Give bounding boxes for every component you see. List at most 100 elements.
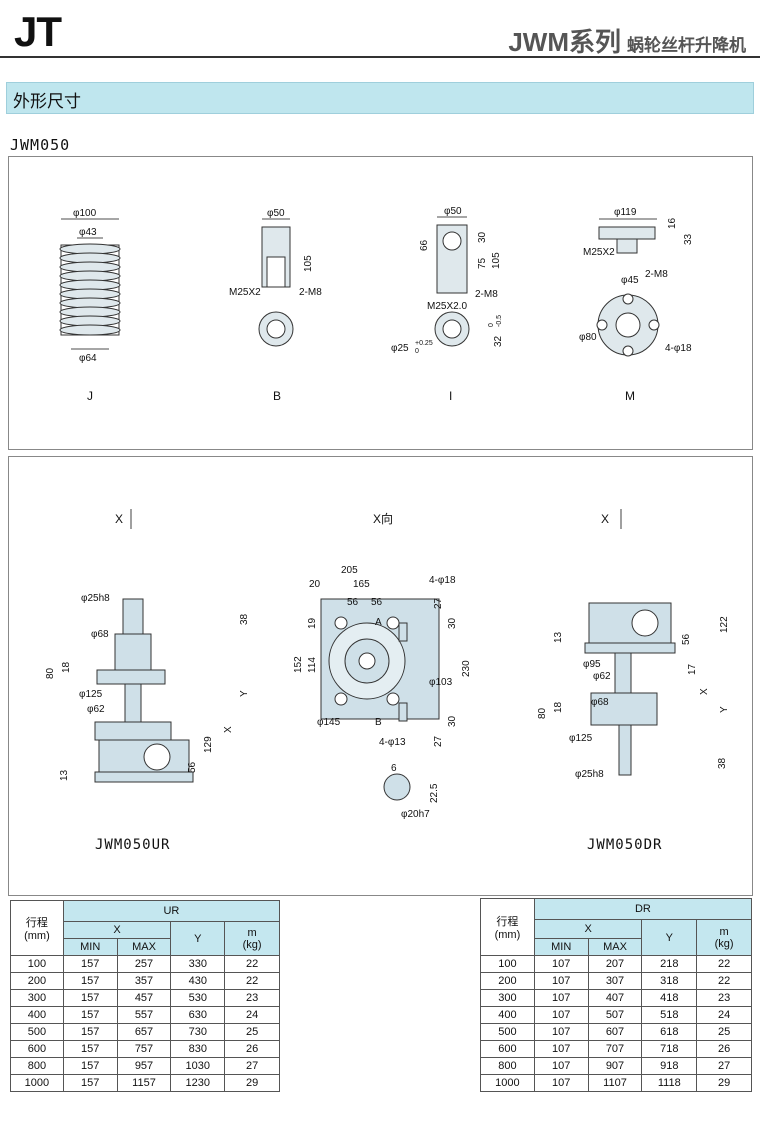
dr-stroke-header: 行程(mm) [480, 898, 535, 956]
c-dim-2: 20 [309, 579, 321, 590]
table-cell: 307 [587, 972, 643, 990]
m-dim-2: 16 [667, 217, 678, 229]
table-cell: 27 [224, 1057, 280, 1075]
ur-dim-11: 56 [187, 761, 198, 773]
j-dim-1: φ100 [73, 208, 97, 219]
table-cell: 157 [62, 989, 118, 1007]
table-cell: 407 [587, 989, 643, 1007]
dr-dim-14: 38 [717, 757, 728, 769]
views-panel: X φ25h8 38 φ68 80 18 φ125 φ62 Y X 129 56… [8, 456, 753, 896]
table-cell: 530 [170, 989, 226, 1007]
ur-min-header: MIN [62, 938, 118, 956]
table-cell: 157 [62, 955, 118, 973]
table-cell: 500 [480, 1023, 535, 1041]
table-cell: 800 [480, 1057, 535, 1075]
i-dim-10: 0 [415, 348, 419, 355]
ur-m-label: m [247, 926, 257, 939]
i-dim-6: M25X2.0 [427, 301, 467, 312]
clevis-b-dims: φ50 105 M25X2 2-M8 [229, 208, 322, 298]
table-cell: 200 [10, 972, 64, 990]
table-cell: 26 [696, 1040, 752, 1058]
table-cell: 22 [224, 955, 280, 973]
table-cell: 757 [116, 1040, 172, 1058]
table-cell: 618 [641, 1023, 698, 1041]
dr-kg-label: (kg) [714, 937, 734, 950]
table-cell: 518 [641, 1006, 698, 1024]
i-dim-5: 105 [491, 252, 502, 269]
table-cell: 257 [116, 955, 172, 973]
views-drawing: X φ25h8 38 φ68 80 18 φ125 φ62 Y X 129 56… [45, 509, 730, 853]
clevis-b-drawing [258, 226, 294, 347]
b-dim-4: 2-M8 [299, 287, 322, 298]
table-cell: 418 [641, 989, 698, 1007]
c-dim-22: φ20h7 [401, 809, 430, 820]
ur-dim-9: X [223, 726, 234, 733]
table-cell: 800 [10, 1057, 64, 1075]
i-dim-8: φ25 [391, 343, 409, 354]
i-dim-12: 0 [488, 323, 495, 327]
table-cell: 357 [116, 972, 172, 990]
series-subtitle: 蜗轮丝杆升降机 [627, 36, 746, 55]
table-cell: 107 [533, 955, 589, 973]
table-cell: 830 [170, 1040, 226, 1058]
table-cell: 107 [533, 1006, 589, 1024]
m-dim-1: φ119 [614, 207, 637, 218]
dr-min-header: MIN [533, 938, 589, 956]
table-cell: 157 [62, 972, 118, 990]
table-cell: 907 [587, 1057, 643, 1075]
x-view-label: X向 [373, 511, 393, 526]
table-cell: 400 [10, 1006, 64, 1024]
dr-dim-11: 18 [553, 701, 564, 713]
table-cell: 730 [170, 1023, 226, 1041]
c-dim-6: 56 [371, 597, 383, 608]
m-dim-8: 4-φ18 [665, 343, 692, 354]
table-cell: 630 [170, 1006, 226, 1024]
section-bar: 外形尺寸 [6, 82, 754, 114]
table-cell: 157 [62, 1057, 118, 1075]
dr-dim-2: 56 [681, 633, 692, 645]
table-cell: 157 [62, 1023, 118, 1041]
table-cell: 957 [116, 1057, 172, 1075]
acc-label-j: J [87, 389, 93, 403]
table-cell: 607 [587, 1023, 643, 1041]
ur-dim-1: φ25h8 [81, 593, 110, 604]
c-dim-7: A [375, 617, 382, 628]
m-dim-4: M25X2 [583, 247, 615, 258]
table-cell: 22 [224, 972, 280, 990]
dr-m-header: m(kg) [696, 919, 752, 956]
table-cell: 107 [533, 1074, 589, 1092]
c-dim-15: φ145 [317, 717, 341, 728]
table-cell: 1000 [10, 1074, 64, 1092]
ur-x-header: X [62, 921, 172, 939]
table-cell: 157 [62, 1074, 118, 1092]
j-dim-3: φ64 [79, 353, 97, 364]
table-cell: 918 [641, 1057, 698, 1075]
table-cell: 107 [533, 1057, 589, 1075]
c-dim-16: B [375, 717, 382, 728]
eye-i-drawing [434, 224, 470, 347]
table-cell: 157 [62, 1040, 118, 1058]
c-dim-11: 152 [293, 656, 304, 673]
table-cell: 707 [587, 1040, 643, 1058]
table-cell: 657 [116, 1023, 172, 1041]
flange-m-drawing [596, 226, 660, 357]
table-cell: 107 [533, 1040, 589, 1058]
dr-x-arrow: X [601, 512, 609, 526]
acc-label-m: M [625, 389, 635, 403]
c-dim-12: 114 [307, 657, 318, 673]
model-label: JWM050 [10, 136, 71, 154]
c-dim-18: 30 [447, 715, 458, 727]
ur-dim-5: 18 [61, 661, 72, 673]
ur-max-header: MAX [116, 938, 172, 956]
section-title: 外形尺寸 [13, 92, 81, 112]
table-cell: 1118 [641, 1074, 698, 1092]
table-cell: 107 [533, 989, 589, 1007]
